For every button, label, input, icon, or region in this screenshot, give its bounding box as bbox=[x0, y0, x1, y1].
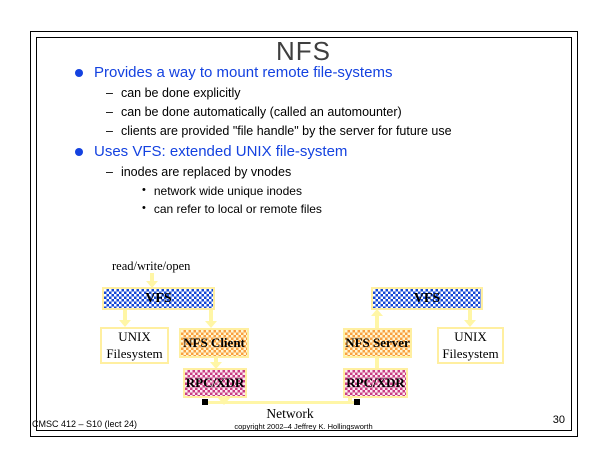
bullet-dot-icon bbox=[75, 69, 83, 77]
dash-icon: – bbox=[106, 86, 113, 100]
vfs-box-right: VFS bbox=[371, 287, 483, 310]
unix-filesystem-box-right: UNIX Filesystem bbox=[437, 327, 504, 364]
arrow-stem bbox=[150, 273, 154, 283]
arrow-nfs-server-to-vfs bbox=[371, 309, 383, 328]
rpc-xdr-box-right: RPC/XDR bbox=[343, 368, 408, 398]
bullet-item: Uses VFS: extended UNIX file-system bbox=[60, 143, 555, 160]
sub-sub-bullet-text: network wide unique inodes bbox=[153, 184, 302, 198]
arrow-down-icon bbox=[205, 321, 217, 328]
arrow-down-icon bbox=[119, 320, 131, 327]
sub-bullet-text: can be done explicitly bbox=[120, 86, 241, 100]
vfs-box-left: VFS bbox=[102, 287, 215, 310]
dot-icon: • bbox=[142, 184, 146, 196]
line-server-to-rpc bbox=[375, 358, 379, 369]
sub-bullet-item: – inodes are replaced by vnodes bbox=[60, 165, 555, 179]
footer-page-number: 30 bbox=[552, 414, 565, 426]
sub-bullet-text: clients are provided "file handle" by th… bbox=[120, 124, 452, 138]
sub-bullet-item: – can be done explicitly bbox=[60, 86, 555, 100]
page-title: NFS bbox=[276, 36, 331, 66]
arrow-vfs-to-nfs-client bbox=[205, 310, 217, 328]
rpc-xdr-label: RPC/XDR bbox=[346, 375, 405, 390]
rpc-xdr-label: RPC/XDR bbox=[185, 375, 245, 390]
nfs-client-label: NFS Client bbox=[183, 335, 245, 350]
slide-inner-border bbox=[36, 37, 572, 431]
unix-filesystem-box-left: UNIX Filesystem bbox=[100, 327, 169, 364]
nfs-server-box: NFS Server bbox=[343, 328, 412, 358]
arrow-up-icon bbox=[371, 309, 383, 316]
arrow-down-icon bbox=[210, 362, 222, 369]
arrow-vfs-to-unix-left bbox=[119, 310, 131, 327]
network-endpoint-right bbox=[354, 399, 360, 405]
vfs-label: VFS bbox=[413, 290, 441, 306]
bullet-text: Provides a way to mount remote file-syst… bbox=[94, 64, 393, 81]
arrow-call-to-vfs bbox=[146, 273, 158, 288]
sub-bullet-item: – can be done automatically (called an a… bbox=[60, 105, 555, 119]
nfs-client-box: NFS Client bbox=[179, 328, 249, 358]
arrow-down-icon bbox=[464, 320, 476, 327]
bullet-text: Uses VFS: extended UNIX file-system bbox=[94, 143, 348, 160]
arrow-stem bbox=[209, 310, 213, 323]
read-write-open-label: read/write/open bbox=[112, 259, 191, 273]
sub-bullet-text: can be done automatically (called an aut… bbox=[120, 105, 402, 119]
sub-bullet-text: inodes are replaced by vnodes bbox=[120, 165, 292, 179]
arrow-down-icon bbox=[146, 281, 158, 288]
bullet-dot-icon bbox=[75, 148, 83, 156]
arrow-vfs-to-unix-right bbox=[464, 310, 476, 327]
arrow-stem bbox=[214, 358, 218, 364]
arrow-stem bbox=[123, 310, 127, 322]
sub-sub-bullet-item: • can refer to local or remote files bbox=[60, 202, 555, 216]
dash-icon: – bbox=[106, 165, 113, 179]
network-line bbox=[205, 401, 357, 404]
sub-bullet-item: – clients are provided "file handle" by … bbox=[60, 124, 555, 138]
bullet-item: Provides a way to mount remote file-syst… bbox=[60, 64, 555, 81]
dot-icon: • bbox=[142, 202, 146, 214]
slide-outer-border bbox=[30, 31, 578, 437]
network-label: Network bbox=[266, 406, 314, 421]
bullet-list: Provides a way to mount remote file-syst… bbox=[60, 62, 555, 220]
dash-icon: – bbox=[106, 124, 113, 138]
network-endpoint-left bbox=[202, 399, 208, 405]
unix-label-line2: Filesystem bbox=[442, 345, 499, 361]
footer-course-code: CMSC 412 – S10 (lect 24) bbox=[32, 419, 138, 429]
footer-copyright: copyright 2002–4 Jeffrey K. Hollingswort… bbox=[234, 422, 373, 431]
unix-label-line2: Filesystem bbox=[106, 345, 163, 361]
sub-sub-bullet-item: • network wide unique inodes bbox=[60, 184, 555, 198]
rpc-xdr-box-left: RPC/XDR bbox=[183, 368, 247, 398]
arrow-client-to-rpc bbox=[210, 358, 222, 369]
unix-label-line1: UNIX bbox=[454, 329, 487, 345]
nfs-server-label: NFS Server bbox=[345, 335, 410, 350]
line-rpc-to-network bbox=[348, 398, 352, 403]
dash-icon: – bbox=[106, 105, 113, 119]
arrow-stem bbox=[468, 310, 472, 322]
vfs-label: VFS bbox=[145, 290, 172, 306]
sub-sub-bullet-text: can refer to local or remote files bbox=[153, 202, 322, 216]
arrow-stem bbox=[375, 314, 379, 328]
unix-label-line1: UNIX bbox=[118, 329, 151, 345]
